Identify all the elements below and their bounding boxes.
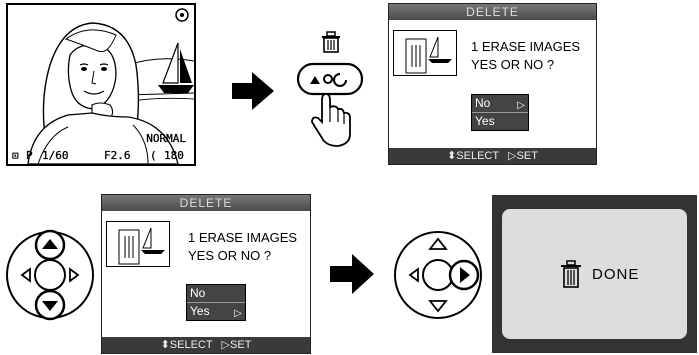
frames-remaining: 180 [164,149,184,162]
right-arrow-icon: ▷ [508,150,516,162]
thumbnail-image [393,30,457,76]
option-yes[interactable]: Yes [472,112,528,130]
erase-message-line2: YES OR NO ? [471,56,554,73]
dialog-footer: ⬍SELECT ▷SET [102,337,310,353]
confirm-menu: No Yes▷ [186,284,246,321]
option-yes[interactable]: Yes▷ [187,302,245,320]
dialog-title: DELETE [389,4,596,20]
done-label: DONE [592,266,639,283]
erase-message-line2: YES OR NO ? [188,247,271,264]
shutter-speed: 1/60 [42,149,69,162]
dialog-title: DELETE [102,195,310,211]
photo-preview-screen: NORMAL ⊡ P 1/60 F2.6 ( 180 [6,3,196,166]
hand-press-icon [312,94,350,146]
aperture-value: F2.6 [104,149,131,162]
mode-button [298,64,362,94]
dialog-footer: ⬍SELECT ▷SET [389,148,596,164]
delete-dialog-2: DELETE 1 ERASE IMAGES YES OR NO ? No Yes… [101,194,311,354]
quality-label: NORMAL [146,132,186,145]
multi-selector-right [392,227,484,323]
right-arrow-icon: ▷ [222,339,230,351]
arrow-right-icon [232,72,274,110]
erase-message-line1: 1 ERASE IMAGES [471,38,580,55]
trash-icon [560,259,582,289]
metering-icon: ⊡ [12,149,19,162]
up-down-icon: ⬍ [447,150,456,162]
multi-selector-up-down [4,227,96,323]
trash-icon [322,32,340,52]
confirm-menu: No▷ Yes [471,94,529,131]
delete-button-illustration [296,30,366,150]
frame-bracket: ( [150,149,157,162]
arrow-right-icon [330,254,374,294]
option-no[interactable]: No▷ [472,95,528,112]
thumbnail-image [106,221,170,267]
up-down-icon: ⬍ [161,339,170,351]
option-no[interactable]: No [187,285,245,302]
done-screen: DONE [492,195,697,353]
erase-message-line1: 1 ERASE IMAGES [188,229,297,246]
mode-label: P [26,149,33,162]
delete-dialog-1: DELETE 1 ERASE IMAGES YES OR NO ? No▷ Ye… [388,3,597,165]
